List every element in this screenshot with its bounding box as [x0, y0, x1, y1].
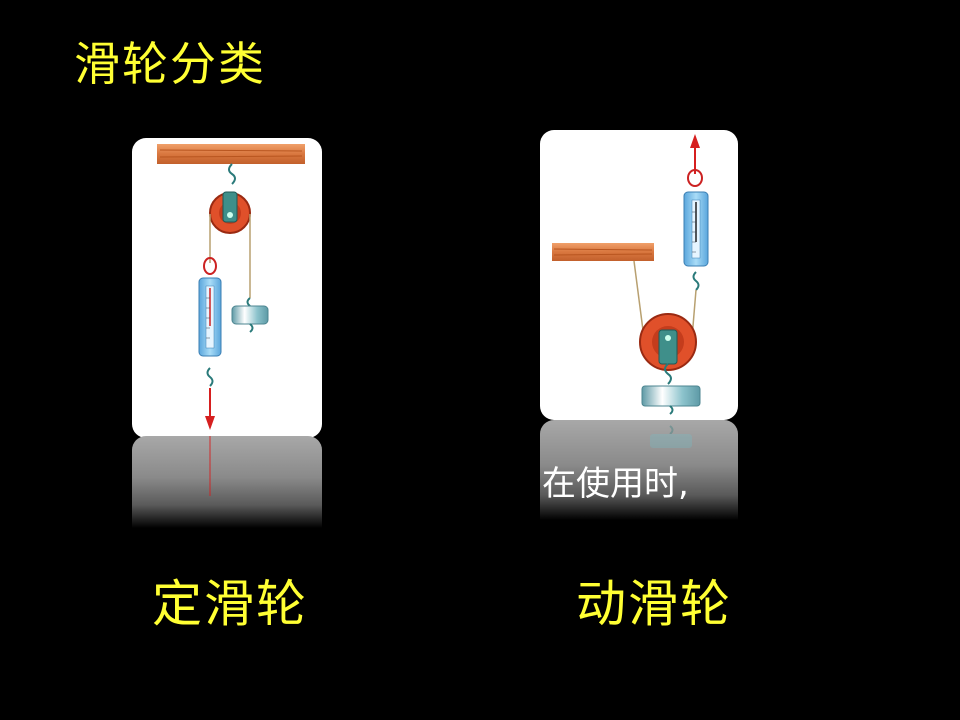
movable-pulley-diagram — [540, 130, 738, 420]
spring-scale — [198, 277, 222, 357]
wood-ceiling — [157, 144, 305, 164]
ceiling-hook — [228, 163, 236, 185]
fixed-pulley-diagram — [132, 138, 322, 438]
weight-block — [231, 305, 269, 325]
slide-title: 滑轮分类 — [74, 37, 266, 91]
spring-scale — [683, 191, 709, 267]
pull-arrow-up — [690, 134, 700, 148]
fixed-pulley-reflection — [132, 436, 322, 528]
weight-block — [641, 385, 701, 407]
movable-pulley-reflection: 在使用时, — [540, 420, 738, 520]
wood-beam — [552, 243, 654, 261]
movable-pulley-label: 动滑轮 — [576, 575, 732, 633]
fixed-pulley-label: 定滑轮 — [152, 575, 308, 633]
reflection-text: 在使用时, — [542, 464, 689, 504]
